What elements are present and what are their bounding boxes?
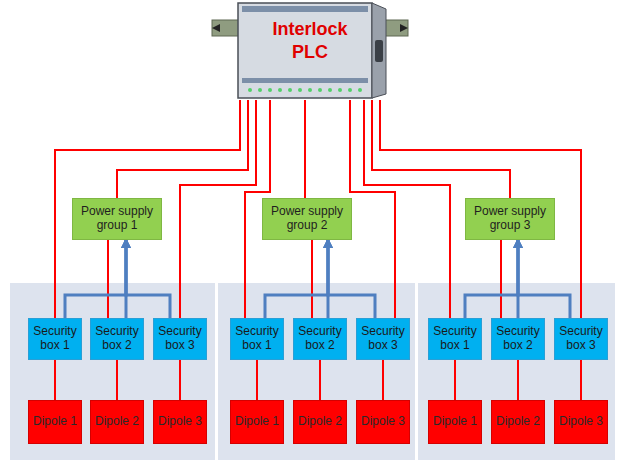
node-label: Security box 1 xyxy=(233,325,281,353)
group-panel xyxy=(218,283,415,460)
signal-line xyxy=(364,100,450,318)
signal-line xyxy=(311,240,313,318)
node-label: Security box 3 xyxy=(156,325,204,353)
signal-line xyxy=(179,360,181,400)
node-label: Security box 2 xyxy=(494,325,542,353)
signal-line xyxy=(382,360,384,400)
node-label: Interlock PLC xyxy=(260,18,360,65)
plc-body xyxy=(238,3,372,98)
dipole-box: Dipole 2 xyxy=(491,400,545,444)
node-label: Power supply group 1 xyxy=(75,205,159,233)
node-label: Dipole 3 xyxy=(359,415,407,429)
signal-line xyxy=(517,360,519,400)
signal-line xyxy=(54,360,56,400)
power-supply-box: Power supply group 2 xyxy=(262,198,352,240)
node-label: Dipole 2 xyxy=(296,415,344,429)
signal-line xyxy=(116,360,118,400)
signal-line xyxy=(500,240,502,318)
rail-mark xyxy=(212,24,220,32)
plc-side xyxy=(372,3,386,98)
signal-line xyxy=(117,100,248,198)
signal-line xyxy=(580,360,582,400)
power-supply-box: Power supply group 1 xyxy=(72,198,162,240)
dipole-box: Dipole 3 xyxy=(554,400,608,444)
node-label: Security box 2 xyxy=(296,325,344,353)
dipole-box: Dipole 1 xyxy=(230,400,284,444)
security-box: Security box 2 xyxy=(90,318,144,360)
security-box: Security box 2 xyxy=(491,318,545,360)
node-label: Dipole 3 xyxy=(156,415,204,429)
node-label: Dipole 2 xyxy=(93,415,141,429)
signal-line xyxy=(107,240,109,318)
feedback-arrow xyxy=(328,240,375,318)
node-label: Dipole 2 xyxy=(494,415,542,429)
power-supply-box: Power supply group 3 xyxy=(465,198,555,240)
node-label: Security box 2 xyxy=(93,325,141,353)
security-box: Security box 3 xyxy=(153,318,207,360)
dipole-box: Dipole 2 xyxy=(293,400,347,444)
plc-connector xyxy=(375,40,383,62)
node-label: Dipole 1 xyxy=(31,415,79,429)
group-panel xyxy=(10,283,215,460)
node-label: Security box 1 xyxy=(431,325,479,353)
dipole-box: Dipole 1 xyxy=(28,400,82,444)
node-label: Power supply group 3 xyxy=(468,205,552,233)
security-box: Security box 2 xyxy=(293,318,347,360)
plc-unit: Interlock PLC xyxy=(235,2,385,100)
signal-line xyxy=(55,100,240,318)
plc-illustration xyxy=(212,3,408,98)
node-label: Dipole 3 xyxy=(557,415,605,429)
feedback-arrow xyxy=(518,240,570,318)
signal-line xyxy=(454,360,456,400)
dipole-box: Dipole 3 xyxy=(356,400,410,444)
dipole-box: Dipole 2 xyxy=(90,400,144,444)
signal-line xyxy=(256,360,258,400)
feedback-arrow xyxy=(465,240,518,318)
security-box: Security box 1 xyxy=(230,318,284,360)
signal-line xyxy=(304,100,306,198)
node-label: Security box 1 xyxy=(31,325,79,353)
plc-stripe xyxy=(242,6,368,12)
security-box: Security box 1 xyxy=(28,318,82,360)
node-label: Dipole 1 xyxy=(233,415,281,429)
feedback-arrow xyxy=(65,240,126,318)
node-label: Power supply group 2 xyxy=(265,205,349,233)
node-label: Dipole 1 xyxy=(431,415,479,429)
dipole-box: Dipole 3 xyxy=(153,400,207,444)
plc-stripe xyxy=(242,78,368,83)
security-box: Security box 3 xyxy=(554,318,608,360)
feedback-arrow xyxy=(126,240,170,318)
feedback-arrow xyxy=(265,240,328,318)
signal-line xyxy=(319,360,321,400)
node-label: Security box 3 xyxy=(359,325,407,353)
rail-mark xyxy=(400,24,408,32)
security-box: Security box 1 xyxy=(428,318,482,360)
signal-line xyxy=(380,100,581,318)
dipole-box: Dipole 1 xyxy=(428,400,482,444)
security-box: Security box 3 xyxy=(356,318,410,360)
node-label: Security box 3 xyxy=(557,325,605,353)
plc-leds xyxy=(248,88,362,92)
